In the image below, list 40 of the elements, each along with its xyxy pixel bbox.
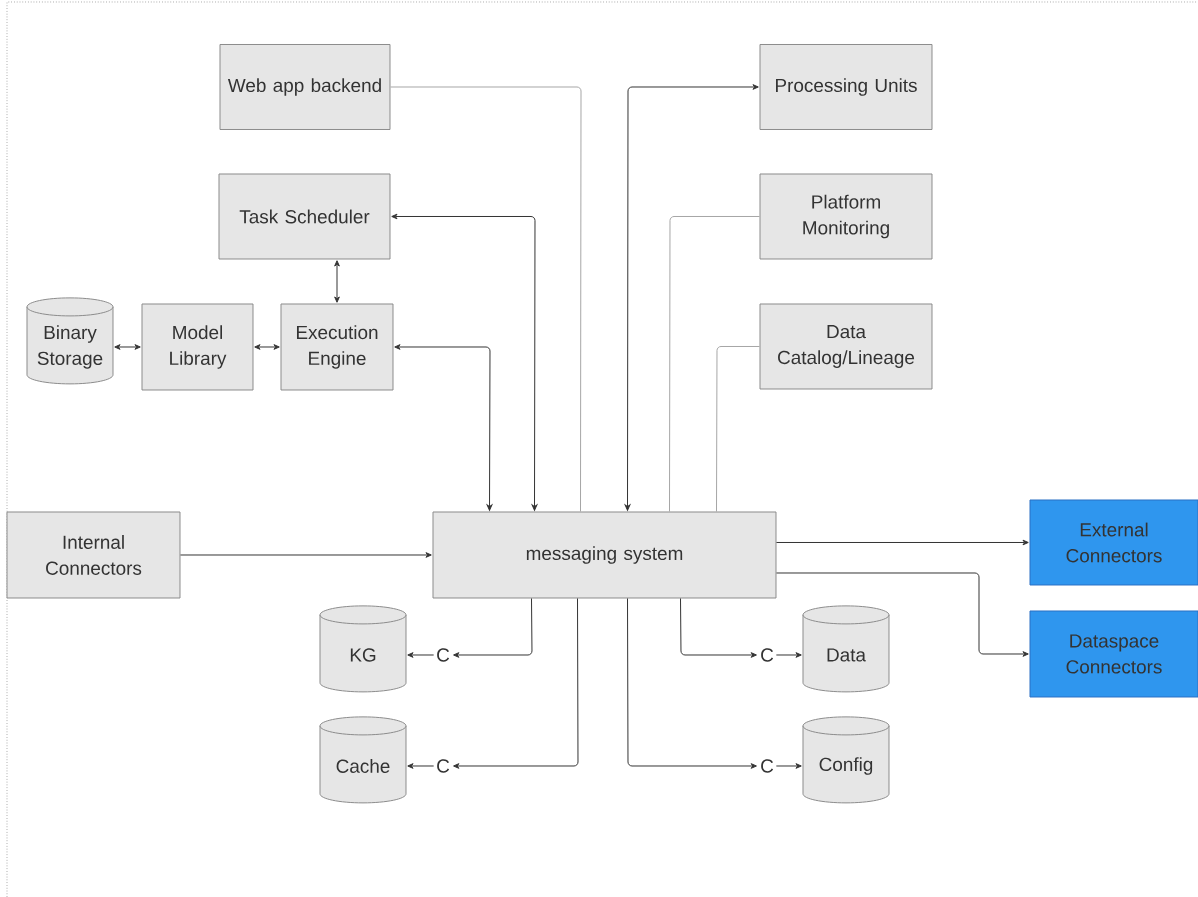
process-box: Task Scheduler [218,173,391,260]
arrow [453,598,579,769]
process-box: Internal Connectors [6,511,181,599]
arrow [624,84,759,511]
arrow [254,344,280,350]
arrow [775,652,802,658]
database-cylinder: Config [802,716,890,804]
process-box: messaging system [432,511,777,599]
connector-box: Dataspace Connectors [1029,610,1198,698]
connector-text: C [437,759,450,773]
database-cylinder: KG [319,605,407,693]
process-box: Data Catalog/Lineage [759,303,933,390]
arrow [627,598,757,769]
arrow [680,598,757,658]
arrow [776,572,1029,657]
arrow [394,344,493,511]
database-cylinder: Cache [319,716,407,804]
process-box: Processing Units [759,44,933,130]
arrow [391,213,538,511]
connector-text: C [761,648,774,662]
arrow [453,598,533,658]
connector-text: C [437,648,450,662]
connector-box: External Connectors [1029,499,1198,586]
arrow [334,260,340,303]
process-box: Web app backend [219,44,391,130]
connector-line [716,346,760,512]
database-cylinder: Data [802,605,890,693]
arrow [114,344,141,350]
arrow [180,552,432,558]
connector-line [390,86,582,512]
process-box: Model Library [141,303,254,391]
connector-text: C [761,759,774,773]
arrow [407,763,435,769]
process-box: Platform Monitoring [759,173,933,260]
arrow [776,539,1029,546]
arrow [775,763,802,769]
process-box: Execution Engine [280,303,394,391]
connector-line [669,216,760,512]
database-cylinder: Binary Storage [26,297,114,385]
arrow [407,652,435,658]
